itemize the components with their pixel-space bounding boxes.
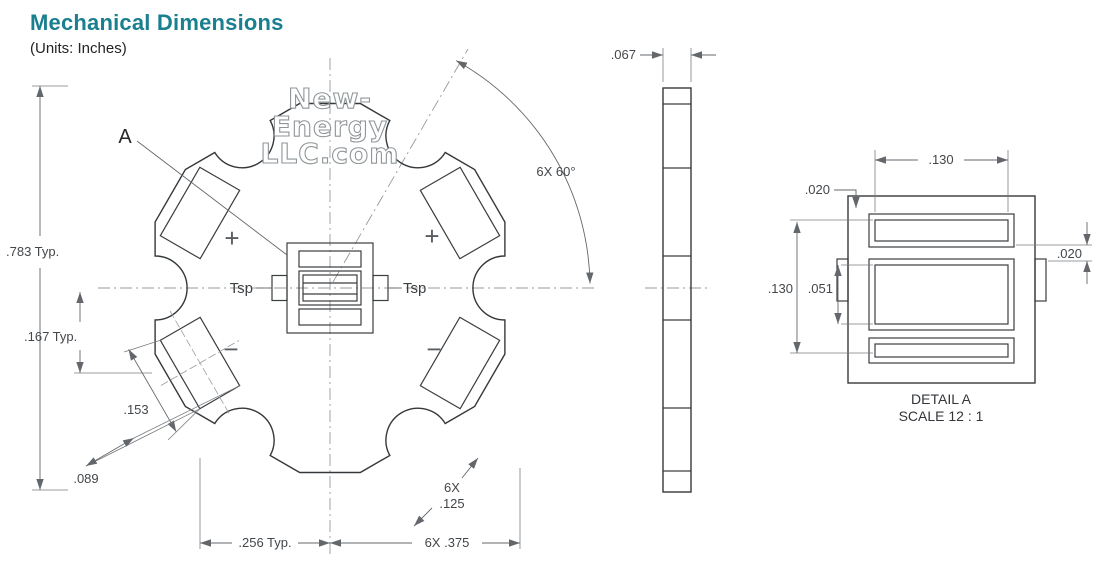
detail-callout-leader [136,140,288,256]
detail-a-title: DETAIL A [911,391,972,407]
angle-dim-arc [455,60,594,284]
minus-mark-left: − [223,334,238,364]
page-title: Mechanical Dimensions [30,10,284,35]
detail-mid-outer [868,258,1015,331]
tsp-label-left: Tsp [230,280,253,297]
detail-a-view: .130 .020 .020 .130 [768,150,1092,424]
dim-detail-side-gap: .020 [1016,222,1092,284]
dim-text-pad-row-offset: .167 Typ. [24,329,77,344]
tsp-labels: Tsp Tsp [230,280,427,297]
page-header: Mechanical Dimensions (Units: Inches) [30,10,284,57]
profile-outline [662,87,692,493]
detail-a-scale: SCALE 12 : 1 [899,408,984,424]
leader-arrow [413,507,433,527]
plus-mark-left: + [224,223,239,253]
detail-right-tab [1034,258,1047,302]
dim-pad-row-offset: .167 Typ. [24,292,152,374]
tsp-label-right: Tsp [403,280,426,297]
dim-text-center-to-pad: .256 Typ. [238,535,291,550]
dim-text-detail-side-gap: .020 [1057,246,1082,261]
star-board-view: New- Energy LLC.com + + − − Tsp Tsp A [118,81,506,474]
dim-text-notch-qty: 6X [444,480,460,495]
leader-arrow [461,457,479,479]
ext-line [167,408,201,441]
dim-text-pad-width: .089 [73,471,98,486]
dim-pad-length: .153 [123,339,201,441]
detail-mid-inner [874,264,1009,325]
dim-pad-width: .089 [73,385,240,486]
profile-view [662,87,692,493]
detail-callout: A [118,126,288,256]
detail-top-bar-inner [874,219,1009,242]
ext-line [85,408,201,467]
logo-silkscreen: New- Energy LLC.com [260,81,400,170]
pad-lower-right [419,316,501,410]
dim-detail-top-gap: .020 [805,182,860,208]
dim-detail-slot-height: .051 [808,264,873,325]
polarity-marks: + + − − [223,221,441,364]
dim-center-to-pad: .256 Typ. [199,458,330,550]
logo-line-1: New- [288,82,372,115]
dim-text-edge-flat: 6X .375 [425,535,470,550]
logo-line-3: LLC.com [261,137,400,170]
dim-text-detail-top-gap: .020 [805,182,830,197]
dim-line [128,349,177,432]
center-component [271,242,389,334]
component-bottom-bar [298,308,362,326]
dim-text-notch-angle: 6X 60° [536,164,575,179]
dim-detail-top-width: .130 [874,150,1009,212]
ext-line [133,385,240,439]
minus-mark-right: − [426,334,441,364]
detail-bottom-bar-outer [868,337,1015,364]
dim-line [85,437,135,467]
dim-text-detail-height: .130 [768,281,793,296]
dim-text-notch-dia: .125 [439,496,464,511]
dim-overall-height: .783 Typ. [6,85,68,491]
dim-text-pad-length: .153 [123,402,148,417]
dim-text-detail-top-width: .130 [928,152,953,167]
pad-upper-left [159,166,241,260]
dim-detail-height: .130 [768,219,873,354]
dim-text-thickness: .067 [611,47,636,62]
dim-notch-angle: 6X 60° [455,60,594,284]
dim-text-overall-height: .783 Typ. [6,244,59,259]
dim-thickness: .067 [611,47,716,82]
dim-notch-dia: 6X .125 [413,457,479,527]
detail-top-bar-outer [868,213,1015,248]
detail-outer-square [847,195,1036,384]
dim-text-detail-slot-height: .051 [808,281,833,296]
units-note: (Units: Inches) [30,40,127,57]
leader [834,189,860,208]
detail-bottom-bar-inner [874,343,1009,358]
dim-edge-flat: 6X .375 [330,468,521,550]
centerlines [98,48,708,556]
component-mid-inner [302,274,358,302]
component-top-bar [298,250,362,268]
component-mid-outer [298,270,362,306]
plus-mark-right: + [424,221,439,251]
detail-callout-label: A [118,126,132,148]
logo-line-2: Energy [272,110,388,143]
